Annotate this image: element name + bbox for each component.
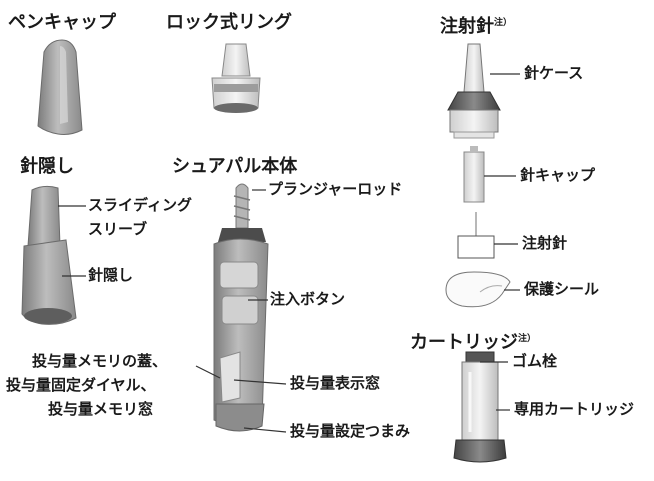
cartridge-note: 注）: [518, 334, 537, 344]
cartridge-heading: カートリッジ注）: [410, 328, 536, 354]
dose-fixing-dial-label: 投与量固定ダイヤル、: [6, 376, 156, 394]
plunger-rod-label: プランジャーロッド: [268, 180, 403, 198]
dose-memory-lid-label: 投与量メモリの蓋、: [32, 352, 168, 370]
injection-needle-part-label: 注射針: [522, 234, 568, 252]
needle-cover-heading: 針隠し: [20, 156, 74, 177]
sliding-sleeve-label-2: スリーブ: [88, 220, 148, 238]
cartridge-illustration: [453, 351, 510, 463]
lock-ring-illustration: [211, 43, 261, 113]
needle-cap-label: 針キャップ: [520, 166, 596, 184]
injection-needle-heading-text: 注射針: [440, 16, 494, 37]
dose-memory-window-label: 投与量メモリ窓: [48, 400, 154, 418]
protective-seal-label: 保護シール: [524, 280, 600, 298]
injection-needle-note: 注）: [494, 18, 513, 28]
pen-cap-illustration: [37, 39, 83, 135]
pen-body-illustration: [195, 183, 287, 433]
pen-body-heading: シュアパル本体: [172, 156, 298, 177]
lock-ring-heading: ロック式リング: [166, 12, 292, 33]
cartridge-heading-text: カートリッジ: [410, 332, 518, 353]
dedicated-cartridge-label: 専用カートリッジ: [514, 400, 635, 418]
sliding-sleeve-label-1: スライディング: [88, 196, 192, 214]
injection-needle-heading: 注射針注）: [440, 12, 512, 38]
injection-needle-illustration: [445, 43, 520, 308]
dose-display-window-label: 投与量表示窓: [290, 374, 381, 392]
needle-cover-illustration: [21, 185, 86, 325]
dose-setting-knob-label: 投与量設定つまみ: [290, 422, 411, 440]
injection-button-label: 注入ボタン: [270, 290, 346, 308]
needle-cover-part-label: 針隠し: [88, 266, 134, 284]
needle-case-label: 針ケース: [524, 64, 584, 82]
rubber-stopper-label: ゴム栓: [512, 352, 558, 370]
pen-cap-heading: ペンキャップ: [8, 12, 116, 33]
